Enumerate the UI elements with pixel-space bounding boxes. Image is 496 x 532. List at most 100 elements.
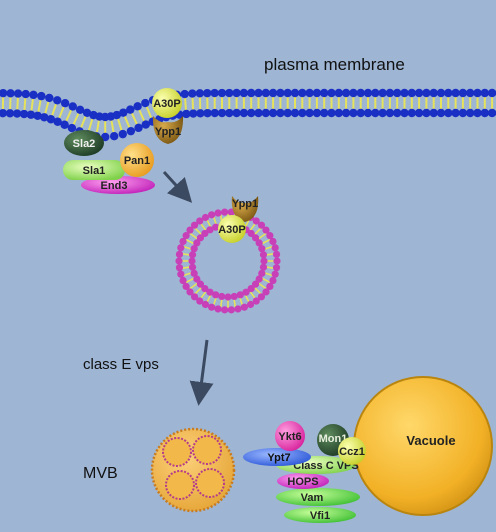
vesicle-lipid-head — [190, 269, 198, 277]
vesicle — [175, 208, 281, 314]
lipid-tail — [191, 95, 195, 112]
pan1-shape — [120, 143, 154, 177]
lipid-head — [473, 88, 482, 98]
lipid-head — [327, 88, 336, 98]
lipid-head — [407, 108, 416, 118]
lipid-head — [118, 129, 127, 139]
vesicle-lipid-head — [177, 244, 185, 252]
lipid-tail — [110, 118, 115, 135]
vam-label: Vam — [301, 492, 324, 504]
lipid-head — [444, 108, 453, 118]
vesicle-lipid-head — [196, 234, 205, 242]
lipid-head — [458, 108, 468, 118]
lipid-head — [60, 99, 70, 108]
ykt6-shape — [275, 421, 305, 451]
lipid-head — [239, 108, 249, 118]
lipid-head — [451, 108, 460, 118]
lipid-head — [210, 88, 219, 98]
lipid-head — [341, 108, 351, 118]
ccz1-label: Ccz1 — [339, 446, 365, 458]
lipid-head — [407, 88, 416, 98]
lipid-head — [356, 108, 365, 118]
lipid-head — [444, 88, 453, 98]
vesicle-lipid-head — [252, 217, 260, 225]
lipid-tail — [43, 99, 50, 116]
lipid-head — [356, 88, 365, 98]
lipid-head — [82, 108, 92, 117]
vesicle-lipid-head — [196, 280, 205, 288]
lipid-head — [305, 88, 314, 98]
vesicle-lipid-head — [186, 288, 194, 296]
lipid-head — [67, 123, 77, 133]
lipid-head — [429, 88, 438, 98]
endocytic-complex: End3 Sla1 Sla2 Pan1 — [63, 130, 155, 194]
vesicle-lipid-head — [186, 226, 194, 234]
vesicle-lipid-head — [247, 284, 255, 293]
vesicle-lipid-head — [214, 209, 222, 217]
lipid-head — [422, 108, 431, 118]
lipid-head — [436, 88, 446, 98]
lipid-tail — [71, 111, 81, 127]
pan1-label: Pan1 — [124, 155, 150, 167]
lipid-tail — [137, 107, 146, 124]
vesicle-lipid-head — [259, 263, 268, 271]
vesicle-lipid-tail — [189, 232, 198, 240]
vesicle-lipid-head — [273, 257, 281, 265]
vesicle-lipid-head — [193, 275, 201, 283]
vesicle-lipid-tail — [261, 238, 271, 245]
lipid-head — [112, 110, 122, 120]
lipid-head — [473, 108, 482, 118]
vesicle-lipid-head — [206, 226, 214, 234]
lipid-head — [225, 108, 234, 118]
lipid-tail — [57, 104, 66, 121]
lipid-head — [378, 88, 387, 98]
lipid-head — [203, 108, 212, 118]
lipid-head — [134, 123, 143, 133]
vesicle-lipid-head — [196, 297, 204, 305]
vfi1-label: Vfi1 — [310, 510, 330, 522]
lipid-head — [312, 108, 322, 118]
vesicle-lipid-head — [179, 237, 187, 246]
vesicle-lipid-head — [240, 303, 249, 311]
vesicle-lipid-tail — [263, 271, 273, 277]
lipid-head — [268, 88, 278, 98]
lipid-head — [290, 108, 300, 118]
vesicle-lipid-tail — [263, 245, 273, 251]
lipid-head — [312, 88, 322, 98]
lipid-head — [268, 108, 278, 118]
lipid-head — [12, 109, 22, 118]
lipid-head — [414, 108, 424, 118]
vesicle-lipid-tail — [194, 287, 202, 295]
lipid-head — [422, 88, 431, 98]
lipid-head — [189, 109, 198, 118]
lipid-head — [5, 109, 15, 118]
vesicle-lipid-head — [255, 275, 263, 283]
lipid-head — [298, 88, 307, 98]
vfi1-shape — [284, 507, 356, 523]
vesicle-lipid-head — [262, 288, 270, 296]
lipid-head — [53, 96, 62, 105]
vesicle-lipid-head — [201, 284, 209, 293]
lipid-head — [334, 108, 343, 118]
lipid-head — [378, 108, 387, 118]
vesicle-lipid-head — [201, 229, 209, 238]
vesicle-lipid-head — [188, 257, 196, 265]
vesicle-lipid-head — [272, 250, 281, 258]
vesicle-lipid-head — [230, 292, 238, 301]
vesicle-lipid-tail — [261, 277, 271, 284]
lipid-head — [232, 108, 241, 118]
vesicle-lipid-head — [190, 293, 199, 301]
lipid-head — [133, 102, 142, 111]
lipid-head — [37, 91, 46, 101]
vesicle-lipid-head — [266, 282, 274, 291]
lipid-head — [393, 108, 402, 118]
lipid-head — [349, 88, 358, 98]
arrow-endocytosis — [162, 170, 193, 203]
ilv-1 — [162, 437, 192, 467]
lipid-head — [141, 120, 150, 129]
vesicle-lipid-tail — [183, 271, 193, 277]
lipid-head — [101, 132, 110, 142]
lipid-tail — [130, 111, 139, 127]
a30p-vesicle-label: A30P — [218, 224, 246, 236]
lipid-head — [126, 126, 136, 136]
